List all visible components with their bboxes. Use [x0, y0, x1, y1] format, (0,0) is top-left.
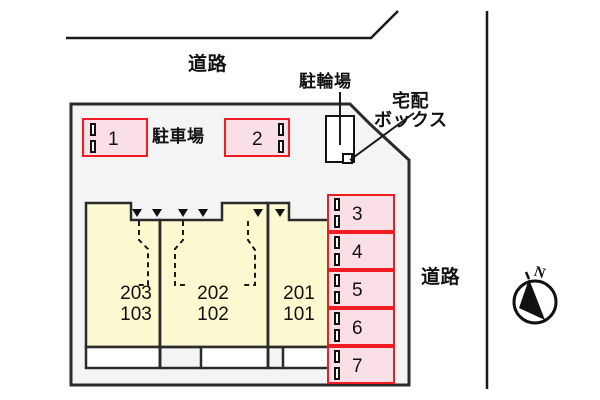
unit-upper-number: 202	[197, 283, 229, 304]
unit-upper-number: 201	[283, 283, 315, 304]
wheel-stop-icon	[334, 329, 340, 342]
wheel-stop-icon	[334, 291, 340, 304]
label-road-right: 道路	[421, 266, 461, 288]
wheel-stop-icon	[334, 215, 340, 228]
balcony-arrow-markers	[132, 209, 285, 217]
wheel-stop-icon	[90, 123, 96, 136]
label-parking-lot: 駐車場	[152, 127, 205, 147]
wheel-stop-icon	[334, 367, 340, 380]
parking-stall-number: 3	[352, 204, 363, 225]
label-delivery-box-line1: 宅配	[392, 91, 429, 112]
parking-stall-number: 7	[352, 356, 363, 377]
unit-divider-lines	[158, 203, 270, 368]
wheel-stop-icon	[334, 274, 340, 287]
parking-stall-7[interactable]: 7	[327, 346, 395, 384]
parking-stall-number: 4	[352, 242, 363, 263]
wheel-stop-icon	[334, 350, 340, 363]
wheel-stop-icon	[334, 198, 340, 211]
parking-stall-3[interactable]: 3	[327, 194, 395, 232]
parking-stall-number: 1	[108, 129, 119, 150]
unit-lower-number: 102	[197, 304, 229, 326]
wheel-stop-icon	[278, 140, 284, 153]
parking-stall-6[interactable]: 6	[327, 308, 395, 346]
wheel-stop-icon	[334, 312, 340, 325]
parking-stall-4[interactable]: 4	[327, 232, 395, 270]
parking-stall-number: 5	[352, 280, 363, 301]
unit-lower-number: 101	[283, 304, 315, 326]
parking-stall-5[interactable]: 5	[327, 270, 395, 308]
wheel-stop-icon	[278, 123, 284, 136]
porch-203	[84, 345, 162, 370]
unit-label-202-102: 202 102	[181, 283, 245, 326]
label-road-top: 道路	[188, 53, 228, 75]
parking-stall-2[interactable]: 2	[224, 118, 290, 157]
porch-202	[199, 345, 270, 370]
road-boundary-top	[66, 10, 399, 40]
unit-label-203-103: 203 103	[104, 283, 168, 326]
wheel-stop-icon	[334, 236, 340, 249]
unit-label-201-101: 201 101	[267, 283, 331, 326]
label-bicycle-parking: 駐輪場	[299, 72, 352, 92]
delivery-box-leader	[349, 112, 415, 161]
unit-upper-number: 203	[120, 283, 152, 304]
compass-rose-icon	[512, 271, 558, 325]
unit-lower-number: 103	[120, 304, 152, 326]
stair-dashed-paths	[135, 221, 256, 286]
label-delivery-box-line2: ボックス	[374, 110, 448, 131]
porch-201	[281, 345, 332, 370]
parking-stall-1[interactable]: 1	[82, 118, 148, 157]
parking-stall-number: 2	[252, 129, 263, 150]
building-unit-201-101	[266, 201, 332, 370]
wheel-stop-icon	[90, 140, 96, 153]
wheel-stop-icon	[334, 253, 340, 266]
parking-stall-number: 6	[352, 318, 363, 339]
label-delivery-box: 宅配 ボックス	[374, 91, 447, 130]
